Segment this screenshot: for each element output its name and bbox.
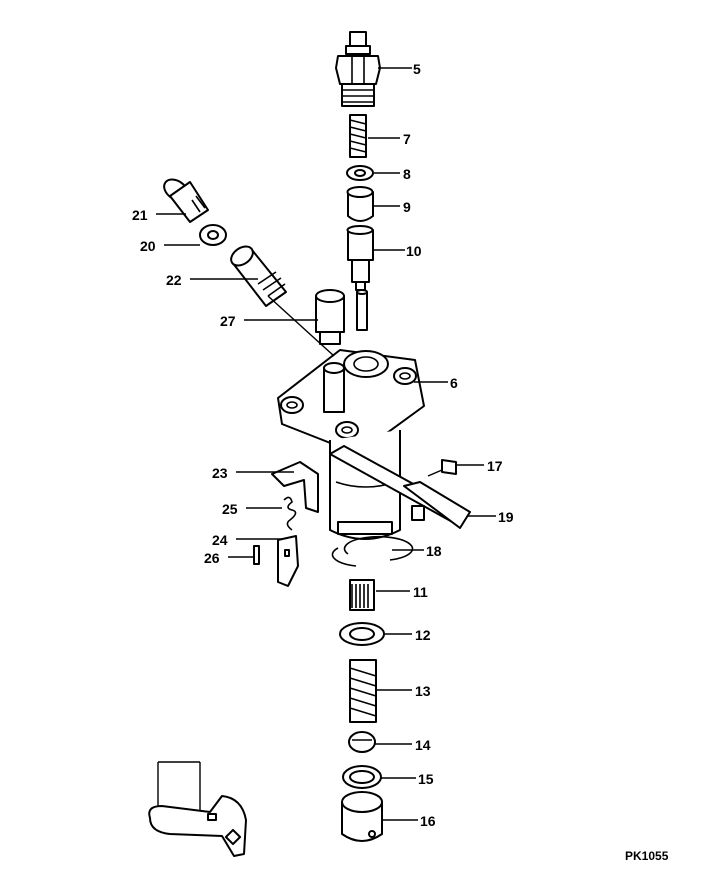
callout-17: 17: [456, 458, 503, 474]
callout-21: 21: [132, 207, 186, 223]
callout-label-19: 19: [498, 509, 514, 525]
part-9-valve-cap: [346, 186, 374, 222]
part-18-snap-ring: [331, 535, 414, 567]
callout-label-10: 10: [406, 243, 422, 259]
callout-label-21: 21: [132, 207, 148, 223]
callout-24: 24: [212, 532, 282, 548]
callout-9: 9: [374, 199, 411, 215]
callout-label-27: 27: [220, 313, 236, 329]
callout-label-26: 26: [204, 550, 220, 566]
plunger-pin: [356, 289, 368, 331]
callout-label-23: 23: [212, 465, 228, 481]
callout-15: 15: [381, 771, 434, 787]
part-23-bracket: [271, 461, 319, 513]
callout-label-20: 20: [140, 238, 156, 254]
part-12-spring-seat: [339, 622, 385, 646]
callout-23: 23: [212, 465, 294, 481]
callout-label-6: 6: [450, 375, 458, 391]
part-21-bleeder-screw: [163, 178, 209, 223]
callout-label-25: 25: [222, 501, 238, 517]
part-17-bolt: [427, 459, 457, 477]
callout-label-16: 16: [420, 813, 436, 829]
callout-22: 22: [166, 272, 258, 288]
part-27-plug: [315, 289, 345, 345]
callout-label-5: 5: [413, 61, 421, 77]
callout-label-7: 7: [403, 131, 411, 147]
detail-inset-lever: [148, 761, 247, 857]
part-19-control-rack: [329, 445, 471, 529]
part-7-spring: [349, 114, 367, 158]
callout-8: 8: [374, 166, 411, 182]
part-10-delivery-valve: [346, 225, 374, 291]
callout-16: 16: [382, 813, 436, 829]
callout-13: 13: [376, 683, 431, 699]
part-13-plunger-spring: [349, 659, 377, 723]
callout-18: 18: [392, 543, 442, 559]
callout-label-12: 12: [415, 627, 431, 643]
drawing-code: PK1055: [625, 849, 669, 863]
part-15-shim: [342, 765, 382, 789]
callout-26: 26: [204, 550, 254, 566]
callouts: 5 7 8 9 10 6 21 20: [132, 61, 514, 829]
callout-label-22: 22: [166, 272, 182, 288]
callout-12: 12: [384, 627, 431, 643]
part-8-washer: [346, 165, 374, 181]
callout-5: 5: [378, 61, 421, 77]
part-14-lower-spring-seat: [348, 731, 376, 753]
callout-label-14: 14: [415, 737, 431, 753]
callout-10: 10: [374, 243, 422, 259]
callout-label-15: 15: [418, 771, 434, 787]
callout-label-9: 9: [403, 199, 411, 215]
part-16-tappet: [341, 791, 383, 842]
callout-19: 19: [468, 509, 514, 525]
part-24-plate: [277, 535, 299, 587]
callout-27: 27: [220, 295, 335, 357]
callout-label-18: 18: [426, 543, 442, 559]
callout-label-24: 24: [212, 532, 228, 548]
callout-label-8: 8: [403, 166, 411, 182]
callout-label-11: 11: [413, 584, 428, 600]
part-26-pin: [253, 545, 260, 565]
part-25-spring: [283, 496, 297, 531]
part-5-valve-holder: [335, 31, 381, 107]
part-20-washer: [199, 224, 227, 246]
callout-7: 7: [368, 131, 411, 147]
callout-6: 6: [414, 375, 458, 391]
part-22-sleeve: [230, 245, 287, 307]
callout-14: 14: [375, 737, 431, 753]
callout-label-17: 17: [487, 458, 503, 474]
callout-11: 11: [376, 584, 428, 600]
callout-25: 25: [222, 501, 282, 517]
part-6-pump-housing: [277, 349, 425, 540]
callout-label-13: 13: [415, 683, 431, 699]
callout-20: 20: [140, 238, 200, 254]
part-11-control-sleeve: [349, 579, 375, 611]
